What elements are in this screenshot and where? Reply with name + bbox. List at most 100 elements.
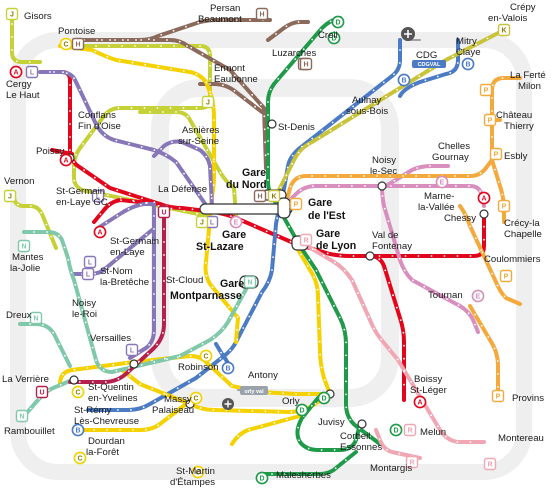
label-stgermain-gc-2[interactable]: en-Laye GC xyxy=(56,197,108,208)
label-esbly[interactable]: Esbly xyxy=(504,151,528,162)
label-persan[interactable]: Persan xyxy=(210,3,240,14)
label-stremy-2[interactable]: Lès-Chevreuse xyxy=(74,416,139,427)
label-noisysec-1[interactable]: Noisy xyxy=(372,155,396,166)
label-dreux[interactable]: Dreux xyxy=(6,310,32,321)
hub-est-2[interactable]: de l'Est xyxy=(308,210,346,222)
label-laverriere[interactable]: La Verrière xyxy=(2,374,49,385)
hub-montparnasse-2[interactable]: Montparnasse xyxy=(170,290,242,302)
label-cdg[interactable]: CDG xyxy=(416,50,437,61)
line-badge-p[interactable]: P xyxy=(483,113,497,127)
line-badge-r[interactable]: R xyxy=(403,423,417,437)
line-badge-h[interactable]: H xyxy=(253,189,267,203)
line-badge-p[interactable]: P xyxy=(479,83,493,97)
line-badge-l[interactable]: L xyxy=(81,267,95,281)
label-stremy-1[interactable]: St-Rémy xyxy=(74,405,112,416)
label-melun[interactable]: Melun xyxy=(420,427,446,438)
label-ladefense[interactable]: La Défense xyxy=(158,184,207,195)
label-valfontenay-1[interactable]: Val de xyxy=(372,230,399,241)
line-badge-l[interactable]: L xyxy=(91,189,105,203)
label-montereau[interactable]: Montereau xyxy=(498,433,544,444)
label-provins[interactable]: Provins xyxy=(512,393,544,404)
label-stdenis[interactable]: St-Denis xyxy=(278,122,315,133)
label-aulnay-1[interactable]: Aulnay xyxy=(352,95,382,106)
label-cergy-1[interactable]: Cergy xyxy=(6,79,32,90)
line-badge-a[interactable]: A xyxy=(93,225,107,239)
line-badge-h[interactable]: H xyxy=(299,57,313,71)
line-badge-d[interactable]: D xyxy=(295,403,309,417)
line-badge-b[interactable]: B xyxy=(71,423,85,437)
line-badge-p[interactable]: P xyxy=(499,269,513,283)
corbeil-marker[interactable] xyxy=(357,419,367,429)
label-dourdan-1[interactable]: Dourdan xyxy=(88,436,125,447)
line-badge-j[interactable]: J xyxy=(201,95,215,109)
label-stgermain-gc-1[interactable]: St-Germain xyxy=(56,186,105,197)
line-badge-b[interactable]: B xyxy=(221,361,235,375)
line-badge-p[interactable]: P xyxy=(497,199,511,213)
label-massy-1[interactable]: Massy xyxy=(164,394,192,405)
label-mantes-2[interactable]: la-Jolie xyxy=(10,263,40,274)
label-stnom-2[interactable]: la-Bretêche xyxy=(100,277,149,288)
label-luzarches[interactable]: Luzarches xyxy=(272,48,316,59)
label-mantes-1[interactable]: Mantes xyxy=(12,252,44,263)
label-conflans-1[interactable]: Conflans xyxy=(78,110,116,121)
line-badge-d[interactable]: D xyxy=(389,423,403,437)
label-dourdan-2[interactable]: la-Forêt xyxy=(86,447,119,458)
valfontenay-marker[interactable] xyxy=(365,251,375,261)
label-marne-3[interactable]: Chessy xyxy=(444,213,476,224)
line-badge-n[interactable]: N xyxy=(15,409,29,423)
line-badge-l[interactable]: L xyxy=(83,255,97,269)
line-badge-b[interactable]: B xyxy=(397,73,411,87)
hub-stlazare-2[interactable]: St-Lazare xyxy=(196,241,244,253)
line-badge-j[interactable]: J xyxy=(5,7,19,21)
label-mitry-1[interactable]: Mitry xyxy=(456,36,477,47)
label-eaubonne[interactable]: Eaubonne xyxy=(214,74,258,85)
label-antony[interactable]: Antony xyxy=(248,370,278,381)
label-ermont[interactable]: Ermont xyxy=(214,63,245,74)
label-stquentin-1[interactable]: St-Quentin xyxy=(88,382,134,393)
label-stmartin-2[interactable]: d'Étampes xyxy=(170,477,215,488)
label-marne-1[interactable]: Marne- xyxy=(424,191,454,202)
label-mitry-2[interactable]: Claye xyxy=(456,47,481,58)
line-badge-c[interactable]: C xyxy=(59,37,73,51)
label-conflans-2[interactable]: Fin d'Oise xyxy=(78,121,121,132)
label-marne-2[interactable]: la-Vallée xyxy=(418,202,455,213)
label-stcloud[interactable]: St-Cloud xyxy=(166,275,203,286)
line-badge-p[interactable]: P xyxy=(289,197,303,211)
line-badge-a[interactable]: A xyxy=(9,65,23,79)
label-crepy-2[interactable]: en-Valois xyxy=(488,13,527,24)
line-badge-e[interactable]: E xyxy=(471,289,485,303)
line-badge-n[interactable]: N xyxy=(17,239,31,253)
line-badge-p[interactable]: P xyxy=(491,389,505,403)
stdenis-marker[interactable] xyxy=(267,119,277,129)
label-stgermain-1[interactable]: St-Germain xyxy=(110,236,159,247)
label-malesherbes[interactable]: Malesherbes xyxy=(276,470,331,481)
line-badge-r[interactable]: R xyxy=(405,455,419,469)
line-badge-d[interactable]: D xyxy=(327,31,341,45)
line-badge-k[interactable]: K xyxy=(267,189,281,203)
label-boissy-2[interactable]: St-Léger xyxy=(410,385,448,396)
versailles-marker[interactable] xyxy=(129,359,139,369)
label-stquentin-2[interactable]: en-Yvelines xyxy=(88,393,138,404)
label-orly[interactable]: Orly xyxy=(282,396,300,407)
line-badge-e[interactable]: E xyxy=(435,175,449,189)
label-vernon[interactable]: Vernon xyxy=(4,176,34,187)
verriere-marker[interactable] xyxy=(69,375,79,385)
line-badge-k[interactable]: K xyxy=(497,23,511,37)
label-crepy-1[interactable]: Crépy xyxy=(510,2,536,13)
line-badge-c[interactable]: C xyxy=(191,465,205,479)
label-noisyroi-2[interactable]: le-Roi xyxy=(72,309,97,320)
marne-marker[interactable] xyxy=(479,209,489,219)
label-laferte-2[interactable]: Milon xyxy=(518,81,541,92)
line-badge-l[interactable]: L xyxy=(125,343,139,357)
label-chelles-1[interactable]: Chelles xyxy=(438,141,470,152)
label-chateau-2[interactable]: Thierry xyxy=(504,121,534,132)
line-badge-d[interactable]: D xyxy=(331,15,345,29)
label-valfontenay-2[interactable]: Fontenay xyxy=(372,241,412,252)
line-badge-a[interactable]: A xyxy=(477,191,491,205)
label-rambouillet[interactable]: Rambouillet xyxy=(4,426,55,437)
line-badge-p[interactable]: P xyxy=(489,147,503,161)
label-chateau-1[interactable]: Château xyxy=(496,110,532,121)
label-cergy-2[interactable]: Le Haut xyxy=(6,90,40,101)
line-badge-d[interactable]: D xyxy=(317,391,331,405)
line-badge-j[interactable]: J xyxy=(195,215,209,229)
